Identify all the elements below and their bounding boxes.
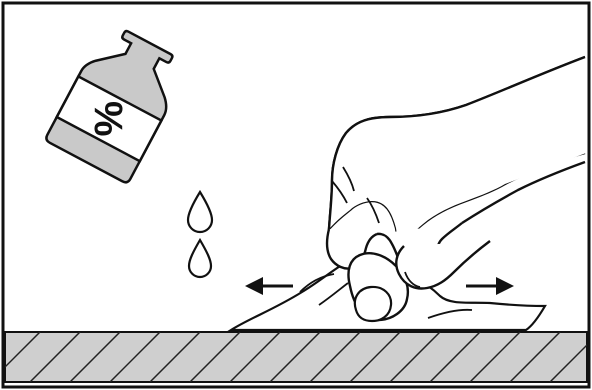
percent-symbol: % [87,101,131,137]
left-arrow [245,277,293,295]
drops [186,189,214,279]
bottle-label [55,74,164,163]
thumb [347,252,410,323]
hand [325,55,586,323]
bottle: % [45,29,174,184]
table-surface [4,331,588,383]
thumbnail [353,285,393,323]
index-finger [395,240,491,290]
surface-hatch [5,332,587,382]
drop-1 [186,189,214,234]
drop-2 [187,237,213,279]
right-arrow [466,277,514,295]
